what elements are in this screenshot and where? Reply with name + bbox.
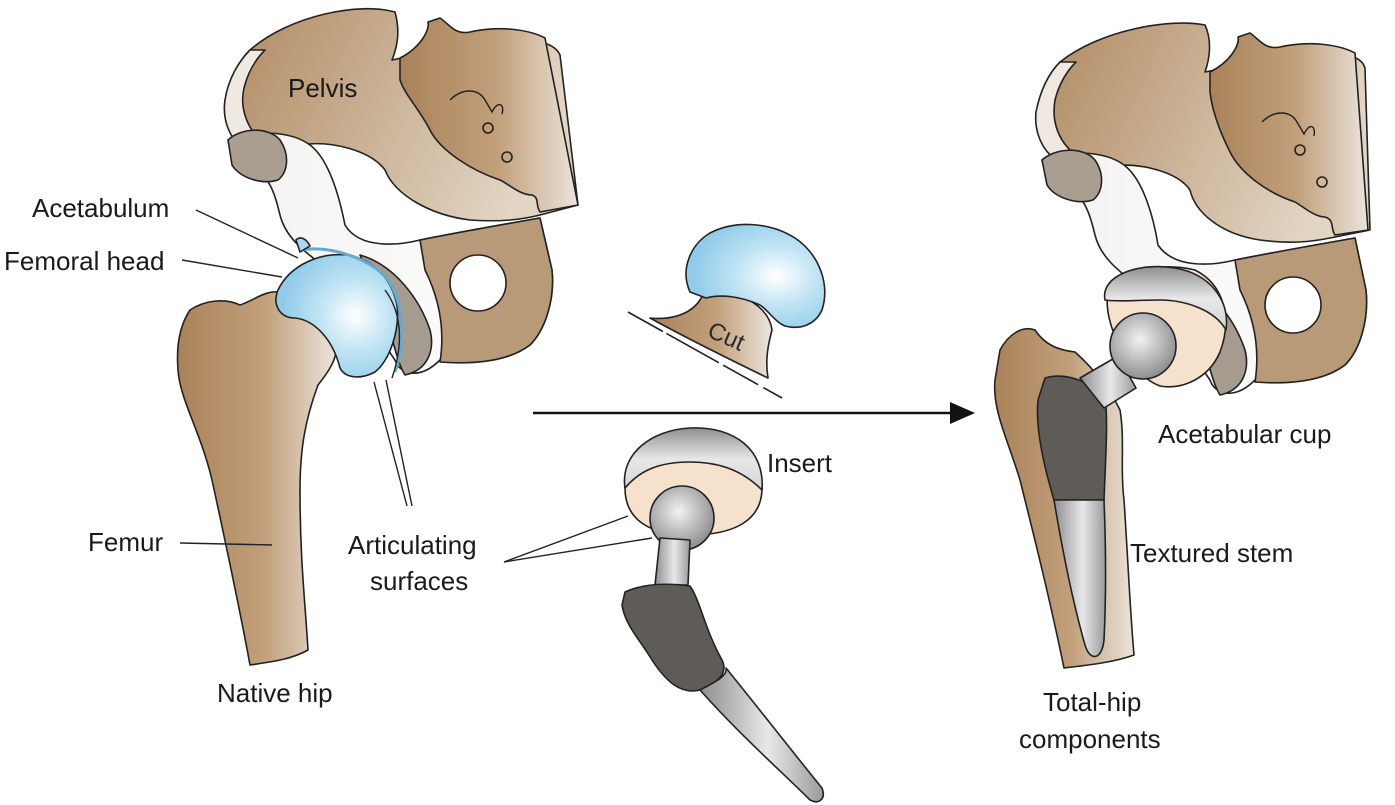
label-total-hip: Total-hip [1043,687,1141,717]
sacrum-right [1209,32,1369,236]
cut-neck [649,288,773,379]
acetabular-shell-right [1103,265,1228,331]
cut-femoral-head [627,223,826,399]
label-femur: Femur [88,527,163,557]
native-hip-illustration [176,7,579,666]
foramen-small-2 [501,151,513,163]
femoral-ball-right [1109,312,1177,380]
implant-neck [654,537,691,586]
foramen-small-1 [482,122,494,134]
obturator-foramen [449,254,507,312]
pelvis-shadow [227,129,288,183]
label-femoral-head: Femoral head [4,246,164,276]
insert-shell [623,427,763,491]
cut-head [685,223,826,329]
cut-line [627,311,783,399]
stem-proximal [621,583,725,692]
labels: Pelvis Acetabulum Femoral head Femur Art… [4,73,1331,754]
leader-lines [179,209,653,563]
obturator-foramen-right [1264,276,1322,334]
label-acetabular-cup: Acetabular cup [1158,419,1331,449]
label-pelvis: Pelvis [288,73,357,103]
sacrum [399,17,579,213]
acetabulum-cartilage [299,247,404,373]
stem-distal-right [1053,499,1107,658]
stem-distal [699,667,825,803]
label-insert: Insert [767,448,833,478]
total-hip-illustration [993,22,1371,669]
right-arrow-icon [533,402,975,424]
label-native-hip: Native hip [217,678,333,708]
label-acetabulum: Acetabulum [32,193,169,223]
label-components: components [1019,724,1161,754]
femur [176,290,338,666]
label-articulating: Articulating [348,530,477,560]
label-textured-stem: Textured stem [1130,538,1293,568]
implant-components [621,427,825,803]
label-surfaces: surfaces [370,566,468,596]
